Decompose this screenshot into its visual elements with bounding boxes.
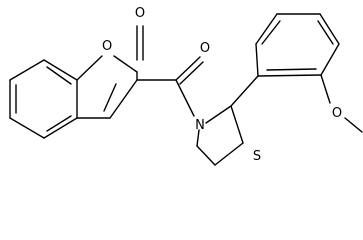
atom-labels: O O O N S O (102, 6, 342, 164)
bond (109, 79, 138, 119)
bond (320, 43, 340, 76)
atom-label-oxygen-lactone: O (135, 6, 145, 21)
bond (319, 13, 340, 45)
bond (257, 74, 322, 77)
atom-label-oxygen-amide: O (200, 41, 210, 56)
bond (103, 83, 117, 112)
bond (317, 20, 334, 45)
bond (344, 117, 363, 133)
bond (9, 117, 45, 139)
bond (320, 74, 331, 104)
bond (179, 61, 204, 85)
bond (230, 75, 259, 107)
bond (255, 13, 278, 45)
amide-linker (136, 56, 204, 117)
bond (43, 117, 78, 139)
atom-label-sulfur: S (253, 149, 261, 164)
bond (9, 59, 45, 81)
coumarin-benzo-ring (9, 59, 78, 139)
bond (175, 56, 201, 81)
atom-label-oxygen-ring: O (102, 39, 112, 54)
bond (46, 66, 72, 85)
molecule-drawing: O O O N S O (9, 6, 363, 166)
bond (266, 68, 317, 71)
bond (205, 105, 232, 124)
bond (261, 20, 281, 45)
bond (175, 79, 195, 117)
bond (255, 43, 259, 77)
bond (46, 115, 72, 132)
bond (76, 55, 103, 81)
bond (230, 105, 244, 144)
thiazolidine-ring (196, 105, 244, 166)
bond (214, 142, 244, 166)
bond (43, 59, 78, 81)
methoxyphenyl-ring (230, 13, 363, 133)
bond (196, 145, 216, 166)
coumarin-pyranone-ring (76, 25, 144, 119)
atom-label-nitrogen: N (195, 118, 205, 133)
structure-diagram: O O O N S O (9, 6, 363, 166)
bond (113, 55, 138, 73)
bond (196, 129, 200, 147)
atom-label-oxygen-methoxy: O (332, 106, 342, 121)
